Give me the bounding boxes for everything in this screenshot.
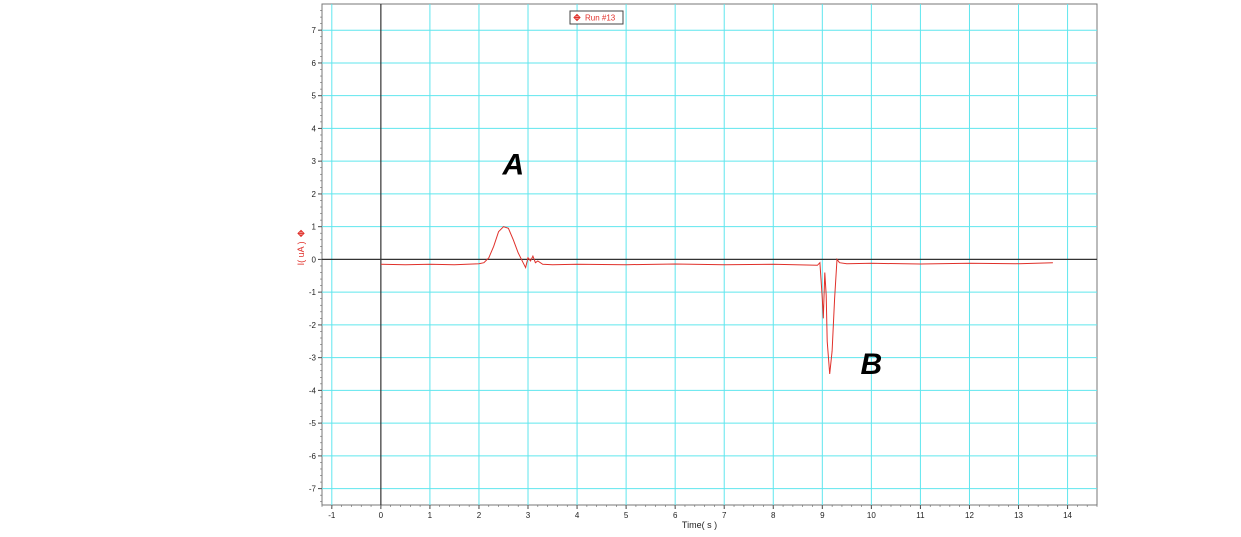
x-tick-label: 9 — [820, 511, 825, 520]
x-tick-label: 3 — [526, 511, 531, 520]
y-tick-label: 3 — [312, 157, 317, 166]
series-layer — [380, 226, 1053, 375]
x-axis-title: Time( s ) — [682, 520, 717, 530]
y-tick-label: 7 — [312, 26, 317, 35]
legend-label: Run #13 — [585, 14, 616, 23]
series-line — [380, 226, 1053, 375]
y-tick-label: -4 — [309, 386, 317, 395]
grid-layer — [322, 4, 1097, 505]
x-tick-label: 14 — [1063, 511, 1072, 520]
x-tick-label: 4 — [575, 511, 580, 520]
y-tick-label: 1 — [312, 223, 317, 232]
legend-marker-icon — [573, 13, 581, 22]
x-tick-label: 7 — [722, 511, 727, 520]
y-tick-label: -2 — [309, 321, 317, 330]
x-tick-label: 10 — [867, 511, 876, 520]
legend[interactable]: Run #13 — [569, 10, 624, 25]
annotation-label: A — [501, 148, 524, 181]
y-tick-label: -1 — [309, 288, 317, 297]
x-tick-label: 8 — [771, 511, 776, 520]
y-tick-label: -3 — [309, 354, 317, 363]
x-tick-label: 1 — [428, 511, 433, 520]
y-tick-label: -7 — [309, 485, 317, 494]
y-tick-label: -5 — [309, 419, 317, 428]
x-tick-label: 0 — [379, 511, 384, 520]
y-axis-title: I( uA ) — [296, 241, 306, 265]
y-tick-label: -6 — [309, 452, 317, 461]
legend-box — [569, 10, 624, 25]
x-tick-label: 12 — [965, 511, 974, 520]
y-tick-label: 6 — [312, 59, 317, 68]
x-tick-label: 5 — [624, 511, 629, 520]
series-marker-icon — [297, 229, 305, 238]
x-tick-label: 11 — [916, 511, 925, 520]
annotation-label: B — [861, 348, 883, 381]
axes-layer — [322, 4, 1097, 505]
plot-area — [321, 3, 1098, 506]
y-tick-label: 5 — [312, 92, 317, 101]
x-tick-label: 2 — [477, 511, 482, 520]
x-tick-label: 13 — [1014, 511, 1023, 520]
y-axis-title-group: I( uA ) — [296, 229, 306, 265]
y-tick-label: 0 — [312, 255, 317, 264]
x-tick-label: -1 — [328, 511, 336, 520]
y-tick-label: 2 — [312, 190, 317, 199]
x-tick-label: 6 — [673, 511, 678, 520]
annotation-layer: AB — [501, 148, 882, 381]
y-tick-label: 4 — [312, 124, 317, 133]
